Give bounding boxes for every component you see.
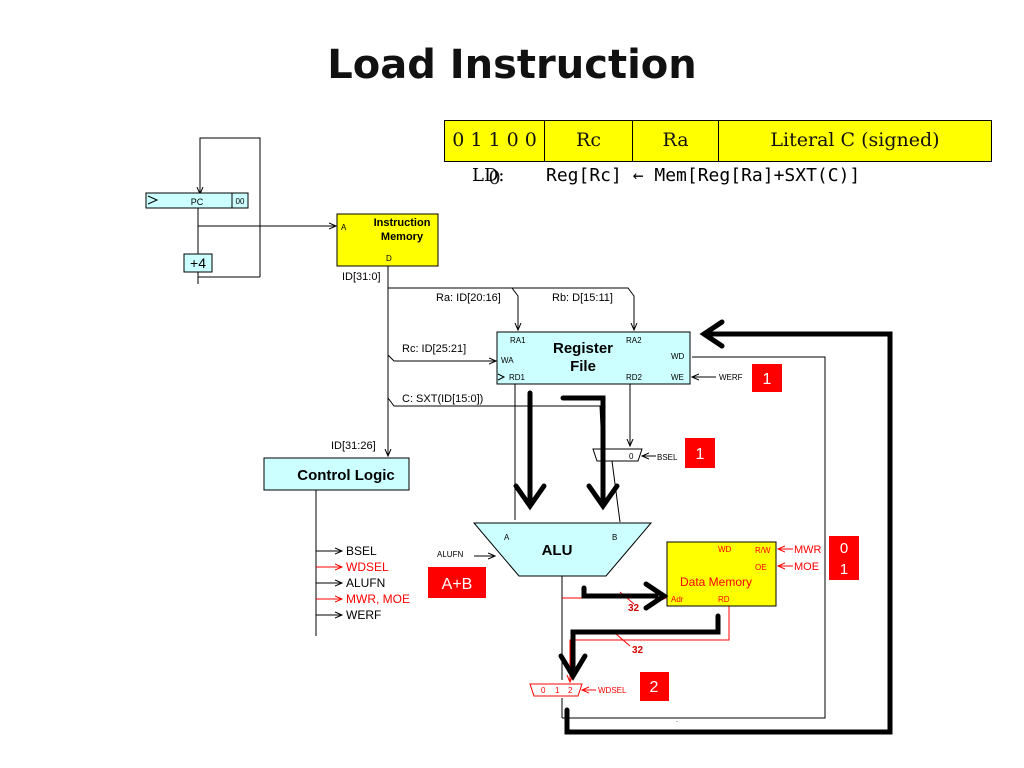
control-signal-label: BSEL [346, 544, 377, 558]
bsel-input-label: BSEL [657, 453, 678, 462]
plus4-label: +4 [190, 255, 206, 271]
slide-title: Load Instruction [327, 42, 697, 88]
register-file: Register File RA1 RA2 WA WD RD1 RD2 WE [496, 331, 691, 385]
ld-expression: Reg[Rc] ← Mem[Reg[Ra]+SXT(C)] [546, 165, 861, 186]
wdsel-mux-in2: 2 [568, 686, 573, 695]
id-full-label: ID[31:0] [342, 271, 381, 283]
data-memory: Data Memory WD R/W OE Adr RD [666, 541, 777, 607]
bsel-mux-input: 0 [629, 452, 634, 461]
rc-field: Rc [545, 121, 633, 161]
ra-field: Ra [633, 121, 719, 161]
control-logic: Control Logic [263, 457, 410, 491]
op-field-label: ID[31:26] [331, 440, 376, 452]
literal-field: Literal C (signed) [770, 129, 940, 151]
regfile-rd1: RD1 [509, 373, 526, 382]
moe-input-label: MOE [794, 561, 819, 573]
pc-suffix: 00 [236, 197, 245, 206]
ra-field-label: Ra: ID[20:16] [436, 292, 501, 304]
imem-d-port: D [386, 254, 392, 263]
regfile-wd: WD [671, 352, 685, 361]
instruction-memory: Instruction Memory A D [336, 213, 439, 267]
bus-width-label-2: 32 [632, 645, 644, 656]
pc-label: PC [191, 197, 204, 207]
control-logic-title: Control Logic [297, 467, 395, 484]
mwr-value: 0 [840, 540, 848, 557]
control-signal-label: MWR, MOE [346, 592, 410, 606]
dmem-rw: R/W [755, 546, 771, 555]
imem-a-port: A [341, 223, 347, 232]
moe-value: 1 [840, 561, 848, 578]
dmem-oe: OE [755, 563, 767, 572]
rb-field-label: Rb: D[15:11] [552, 292, 613, 304]
werf-value: 1 [763, 371, 772, 388]
regfile-title-2: File [570, 358, 596, 375]
bus-width-label-1: 32 [628, 603, 640, 614]
regfile-we: WE [671, 373, 684, 382]
regfile-clock-icon [497, 373, 506, 381]
regfile-output-wires [514, 356, 826, 719]
c-field-label: C: SXT(ID[15:0]) [402, 393, 483, 405]
wdsel-mux-in1: 1 [555, 686, 560, 695]
mwr-input-label: MWR [794, 544, 822, 556]
dmem-rd: RD [718, 595, 730, 604]
control-signal-label: WERF [346, 608, 381, 622]
stray-dot: . [676, 717, 678, 724]
value-badges: 1 1 A+B 0 1 2 [428, 364, 859, 701]
alu-title: ALU [542, 542, 573, 559]
wdsel-mux-in0: 0 [541, 686, 546, 695]
alu: ALU A B [472, 522, 653, 577]
regfile-ra1: RA1 [510, 336, 526, 345]
dataflow-arrows [513, 319, 893, 735]
pc-loop-wires [198, 137, 336, 284]
clock-icon [147, 195, 159, 205]
alufn-input-label: ALUFN [437, 550, 463, 559]
control-signal-label: ALUFN [346, 576, 385, 590]
wdsel-value: 2 [650, 679, 659, 696]
rc-field-label: Rc: ID[25:21] [402, 343, 466, 355]
alu-op-value: A+B [442, 576, 473, 593]
dmem-title: Data Memory [680, 575, 752, 589]
dmem-adr: Adr [671, 595, 684, 604]
opcode-field: 0 1 1 0 0 0 [445, 121, 545, 189]
regfile-rd2: RD2 [626, 373, 643, 382]
bsel-mux: 0 [592, 448, 643, 462]
ld-label: LD: [472, 165, 505, 186]
alu-a-port: A [504, 533, 510, 542]
alu-b-port: B [612, 533, 617, 542]
regfile-title-1: Register [553, 340, 613, 357]
instruction-format-table: 0 1 1 0 0 0 Rc Ra Literal C (signed) [444, 120, 992, 189]
control-signal-label: WDSEL [346, 560, 389, 574]
regfile-ra2: RA2 [626, 336, 642, 345]
imem-title-2: Memory [381, 231, 424, 243]
pc-register: PC 00 [145, 192, 249, 209]
plus4-adder: +4 [183, 253, 213, 273]
dmem-wd: WD [718, 545, 732, 554]
wdsel-mux: 0 1 2 [529, 683, 583, 697]
werf-input-label: WERF [719, 373, 743, 382]
wdsel-input-label: WDSEL [598, 686, 627, 695]
control-signals: BSEL WDSEL ALUFN MWR, MOE WERF [316, 544, 410, 622]
regfile-wa: WA [501, 356, 514, 365]
imem-title-1: Instruction [374, 217, 431, 229]
bsel-value: 1 [696, 446, 705, 463]
